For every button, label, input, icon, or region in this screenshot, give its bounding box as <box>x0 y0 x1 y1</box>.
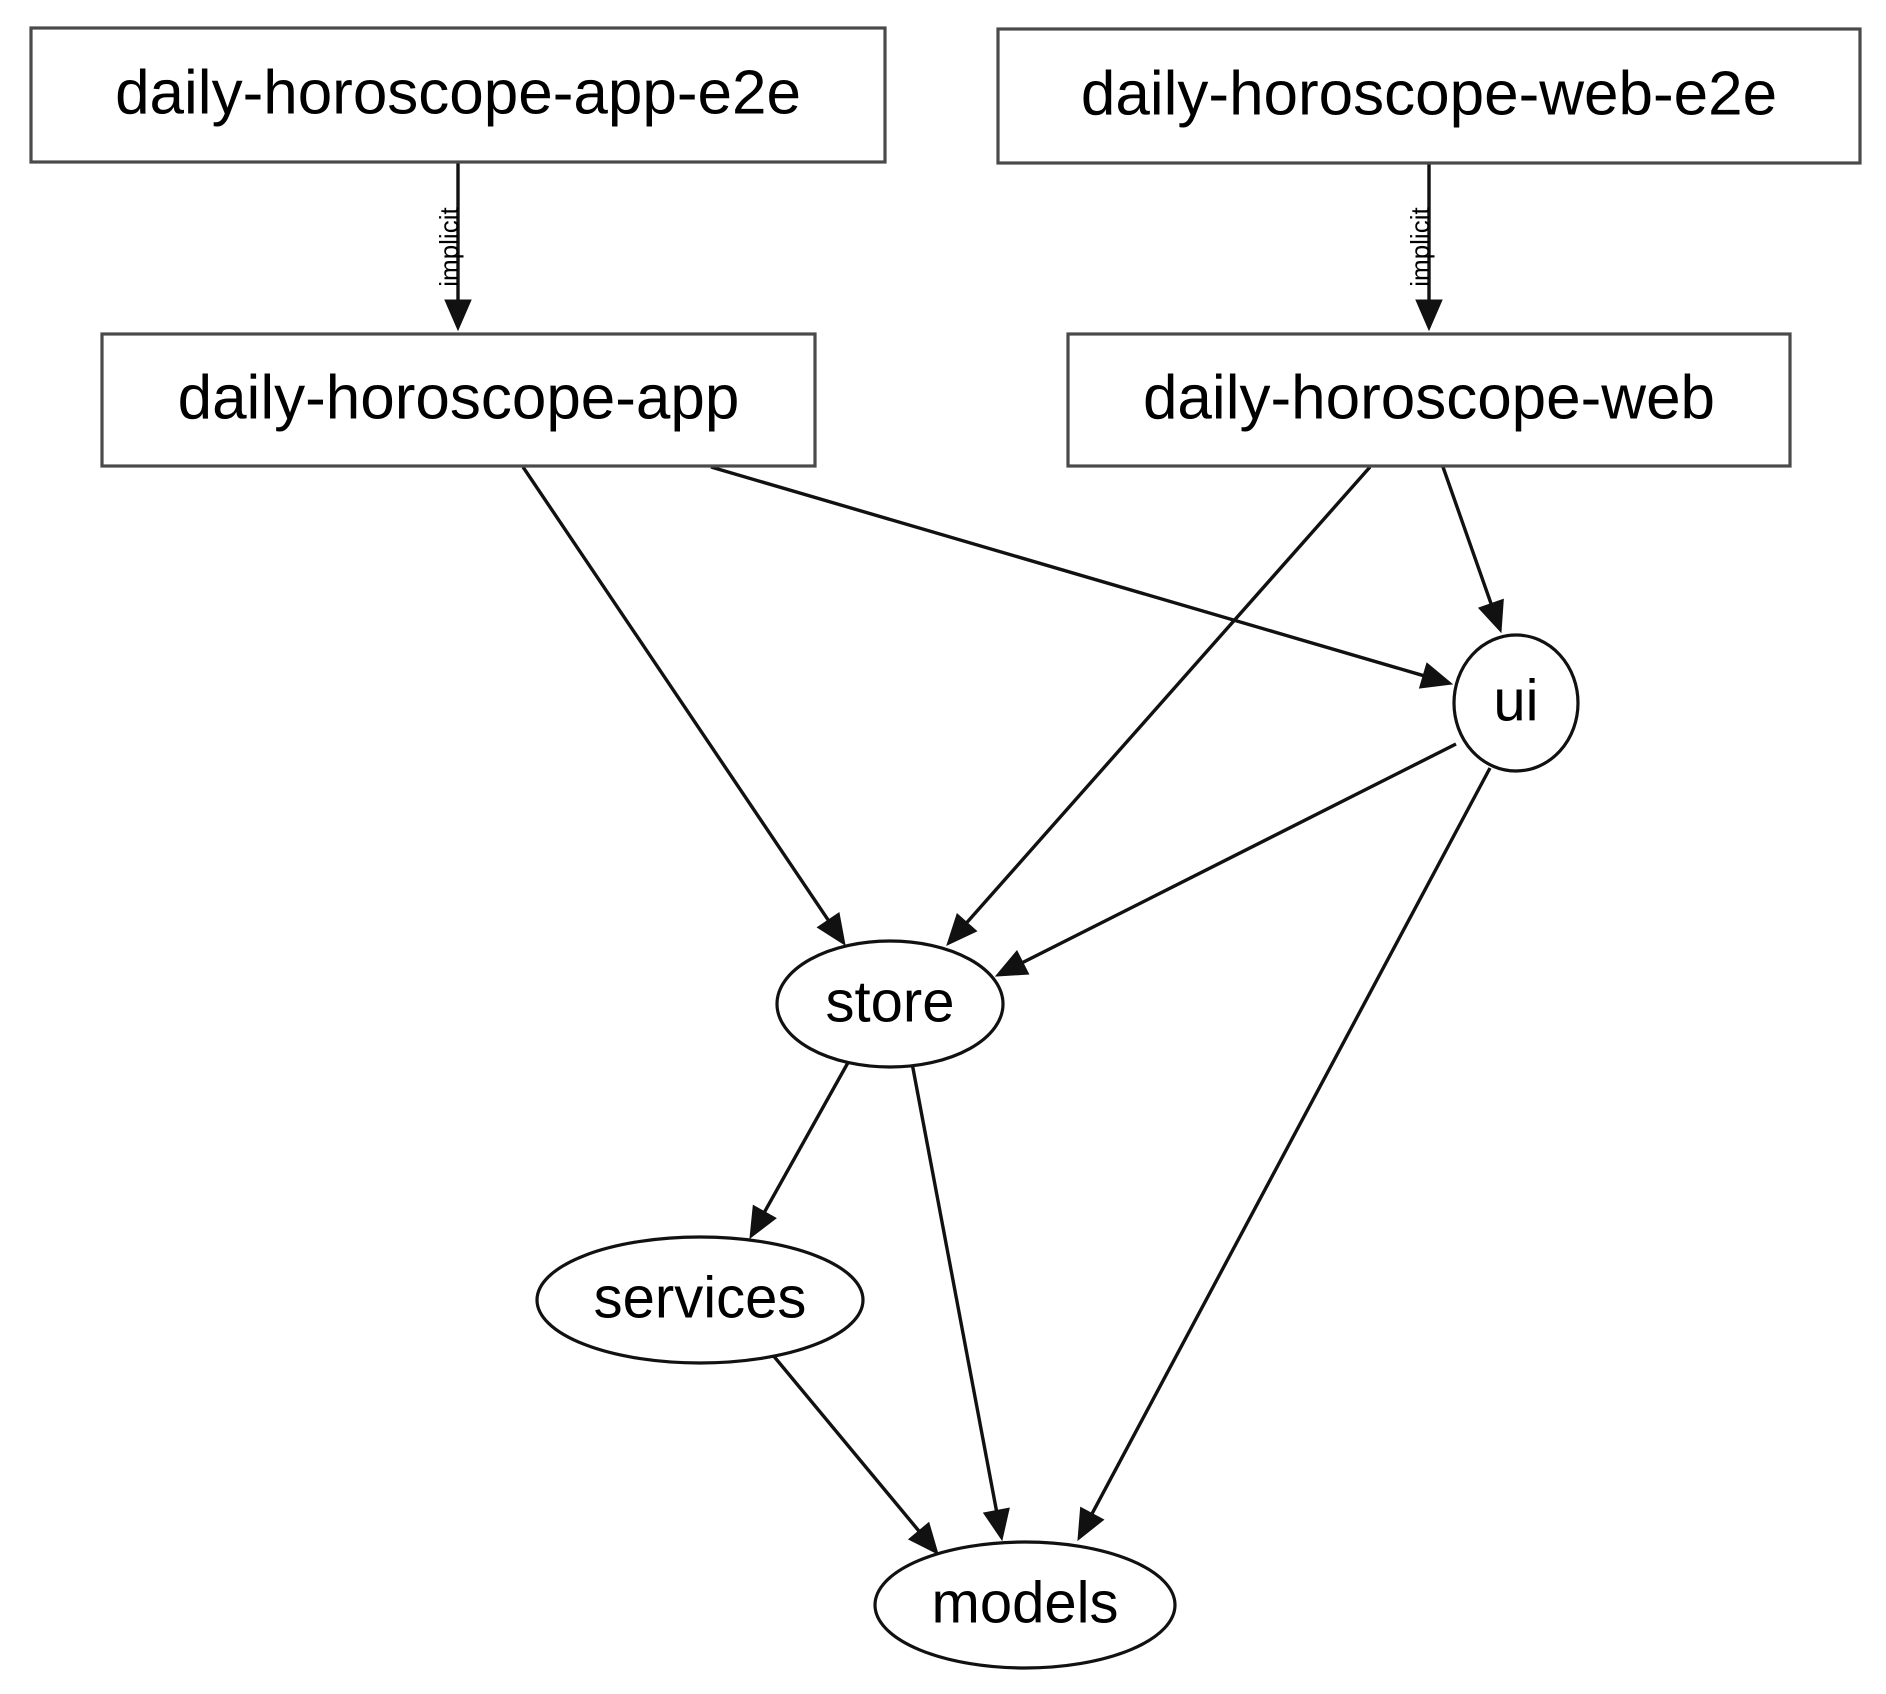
edge-line <box>710 465 1428 679</box>
edge-line <box>910 1062 999 1515</box>
edge-line <box>765 1346 923 1536</box>
edge-line <box>1441 466 1494 609</box>
node-rect-shape[interactable] <box>100 332 817 468</box>
node-rect-shape[interactable] <box>996 27 1862 165</box>
edge-arrowhead <box>749 1204 777 1240</box>
edge-daily-horoscope-app-to-ui <box>710 465 1454 689</box>
edge-ui-to-models <box>1077 767 1492 1542</box>
edge-daily-horoscope-web-to-ui <box>1441 466 1504 634</box>
node-label: daily-horoscope-app <box>178 363 740 432</box>
edge-daily-horoscope-app-e2e-to-daily-horoscope-app: implicit <box>434 163 472 332</box>
edge-daily-horoscope-app-to-store <box>521 466 846 947</box>
node-label: daily-horoscope-web-e2e <box>1081 59 1777 128</box>
edge-arrowhead <box>816 912 846 947</box>
edge-ui-to-store <box>994 742 1457 977</box>
edge-store-to-services <box>749 1058 852 1240</box>
node-ellipse-shape[interactable] <box>873 1540 1177 1670</box>
node-label: daily-horoscope-app-e2e <box>115 58 801 127</box>
edge-line <box>1088 767 1492 1518</box>
node-label: store <box>826 969 955 1034</box>
node-rect-shape[interactable] <box>1066 332 1792 468</box>
node-ellipse-shape[interactable] <box>775 939 1005 1069</box>
node-ellipse-shape[interactable] <box>535 1235 865 1365</box>
node-daily-horoscope-app-e2e[interactable]: daily-horoscope-app-e2e <box>29 26 887 164</box>
edge-daily-horoscope-web-to-store <box>946 465 1372 946</box>
edge-label: implicit <box>434 207 464 287</box>
edge-arrowhead <box>444 299 472 332</box>
node-daily-horoscope-web-e2e[interactable]: daily-horoscope-web-e2e <box>996 27 1862 165</box>
edge-arrowhead <box>1418 662 1454 689</box>
edge-store-to-models <box>910 1062 1010 1542</box>
edge-arrowhead <box>1477 598 1504 634</box>
edge-arrowhead <box>982 1507 1010 1542</box>
node-daily-horoscope-app[interactable]: daily-horoscope-app <box>100 332 817 468</box>
edge-arrowhead <box>946 913 978 946</box>
edge-line <box>761 1058 852 1217</box>
edge-daily-horoscope-web-e2e-to-daily-horoscope-web: implicit <box>1405 164 1443 332</box>
node-rect-shape[interactable] <box>29 26 887 164</box>
edge-line <box>1018 742 1457 966</box>
node-models[interactable]: models <box>873 1540 1177 1670</box>
edge-line <box>962 465 1372 927</box>
edge-services-to-models <box>765 1346 939 1555</box>
edge-arrowhead <box>1415 299 1443 332</box>
node-ui[interactable]: ui <box>1452 633 1580 773</box>
nodes-layer: daily-horoscope-app-e2e daily-horoscope-w… <box>29 26 1862 1670</box>
edges-layer: implicit implicit <box>434 163 1504 1555</box>
node-store[interactable]: store <box>775 939 1005 1069</box>
node-label: ui <box>1493 668 1538 733</box>
edge-line <box>521 466 832 925</box>
edge-arrowhead <box>907 1521 939 1555</box>
edge-label: implicit <box>1405 207 1435 287</box>
node-label: models <box>932 1570 1119 1635</box>
edge-arrowhead <box>1077 1506 1105 1542</box>
node-daily-horoscope-web[interactable]: daily-horoscope-web <box>1066 332 1792 468</box>
node-services[interactable]: services <box>535 1235 865 1365</box>
node-ellipse-shape[interactable] <box>1452 633 1580 773</box>
node-label: services <box>594 1265 807 1330</box>
edge-arrowhead <box>994 949 1030 977</box>
node-label: daily-horoscope-web <box>1143 363 1715 432</box>
